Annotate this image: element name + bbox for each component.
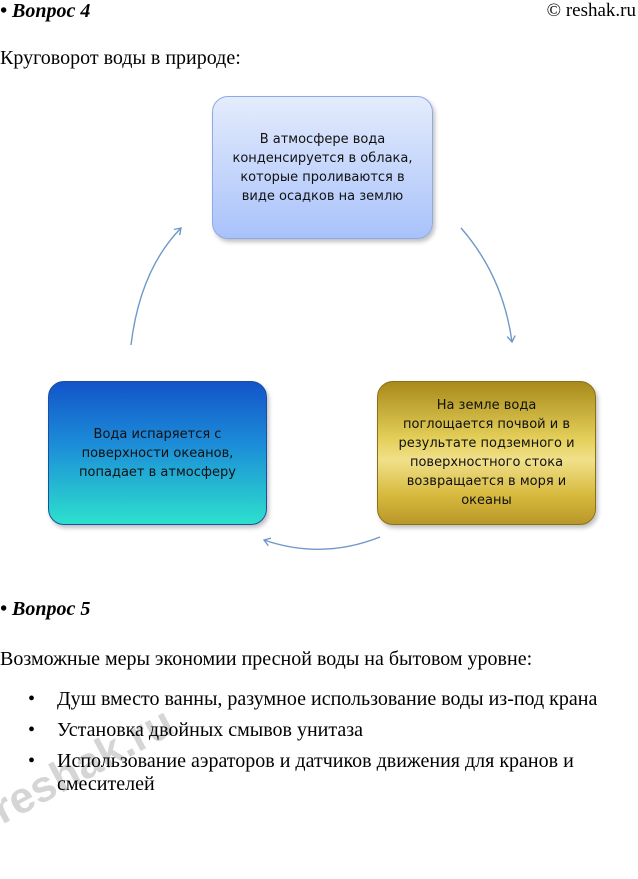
- list-item-text: Душ вместо ванны, разумное использование…: [57, 688, 598, 710]
- water-saving-list: • Душ вместо ванны, разумное использован…: [0, 688, 638, 804]
- arrow-top-to-right: [460, 227, 516, 344]
- question-5-heading: • Вопрос 5: [0, 598, 90, 621]
- arrow-left-to-top: [130, 227, 182, 346]
- list-item-text: Использование аэраторов и датчиков движе…: [57, 750, 574, 795]
- list-bullet: •: [28, 750, 36, 772]
- question-5-title: Вопрос 5: [12, 598, 91, 620]
- cycle-arrows: [130, 227, 516, 550]
- copyright-text: © reshak.ru: [546, 0, 636, 21]
- cycle-box-evaporation-text: Вода испаряется с поверхности океанов, п…: [79, 426, 236, 480]
- question-4-title: Вопрос 4: [12, 0, 91, 22]
- arrow-right-to-left: [262, 536, 381, 550]
- list-item: • Установка двойных смывов унитаза: [0, 719, 638, 742]
- list-item-text: Установка двойных смывов унитаза: [57, 719, 364, 741]
- cycle-intro: Круговорот воды в природе:: [0, 47, 241, 69]
- question-5-intro: Возможные меры экономии пресной воды на …: [0, 648, 533, 670]
- list-bullet: •: [28, 688, 36, 710]
- list-bullet: •: [28, 719, 36, 741]
- bullet: •: [0, 0, 8, 22]
- list-item: • Использование аэраторов и датчиков дви…: [0, 750, 638, 796]
- cycle-box-runoff-text: На земле вода поглощается почвой и в рез…: [398, 398, 575, 508]
- cycle-box-runoff: На земле вода поглощается почвой и в рез…: [377, 381, 596, 525]
- question-4-heading: • Вопрос 4: [0, 0, 90, 23]
- cycle-box-evaporation: Вода испаряется с поверхности океанов, п…: [48, 381, 267, 525]
- cycle-box-condensation: В атмосфере вода конденсируется в облака…: [212, 96, 433, 239]
- cycle-box-condensation-text: В атмосфере вода конденсируется в облака…: [232, 131, 413, 204]
- list-item: • Душ вместо ванны, разумное использован…: [0, 688, 638, 711]
- bullet: •: [0, 598, 8, 620]
